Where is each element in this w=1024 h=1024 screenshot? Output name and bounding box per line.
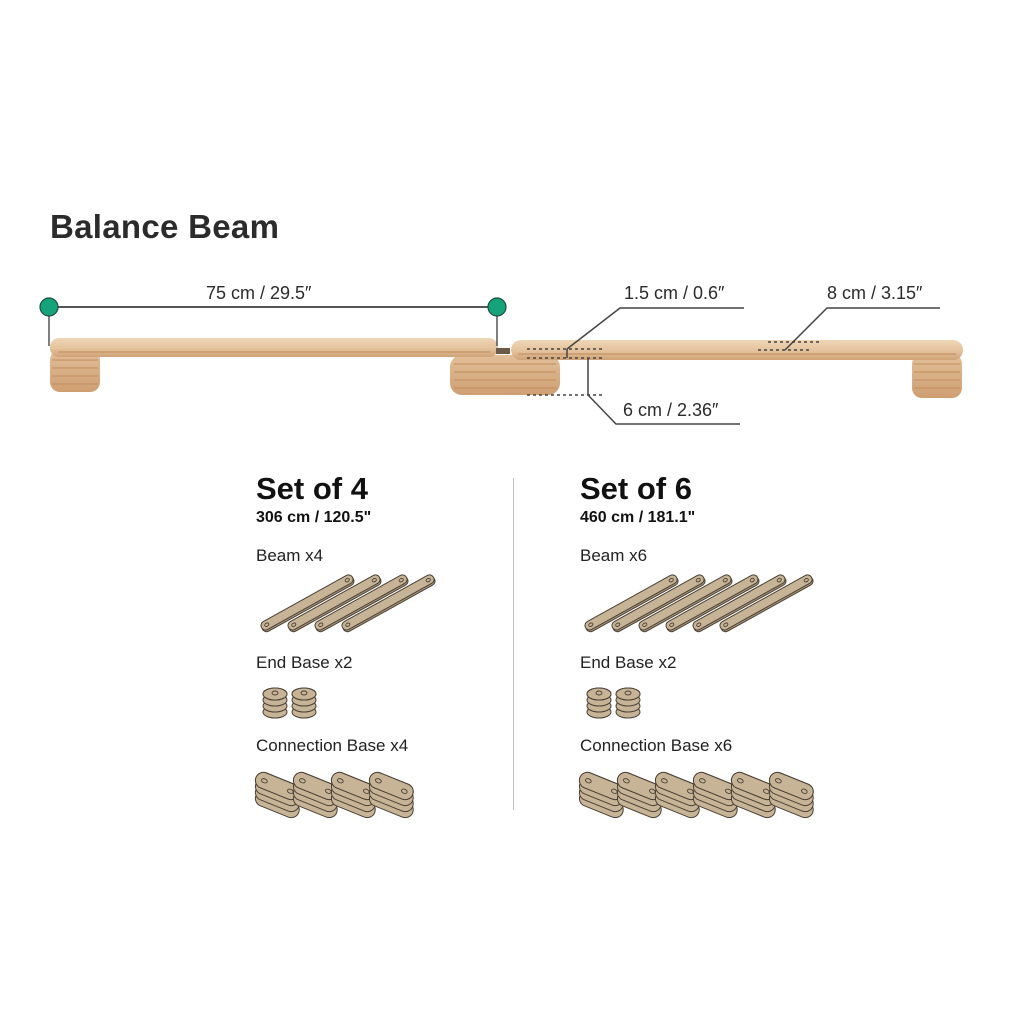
left-beam-plank: [50, 338, 498, 357]
end-base-icon: [615, 687, 641, 719]
set-length: 460 cm / 181.1": [580, 509, 696, 526]
connection-base-icon: [254, 771, 300, 819]
beam-plank-icon: [638, 574, 733, 633]
beam-plank-icon: [719, 574, 814, 633]
beam-plank-icon: [584, 574, 679, 633]
sets-divider: [513, 478, 514, 810]
part-label-connection-base: Connection Base x4: [256, 736, 409, 755]
dimension-start-dot: [39, 297, 59, 317]
part-label-beam: Beam x6: [580, 546, 648, 565]
beam-plank-icon: [611, 574, 706, 633]
set-length: 306 cm / 120.5": [256, 509, 372, 526]
beam-plank-icon: [665, 574, 760, 633]
connection-base-icon: [330, 771, 376, 819]
connection-base-icon: [368, 771, 414, 819]
left-end-base: [50, 350, 100, 392]
end-base-icon: [291, 687, 317, 719]
beam-length-label: 75 cm / 29.5″: [206, 283, 312, 303]
part-label-beam: Beam x4: [256, 546, 324, 565]
part-label-end-base: End Base x2: [256, 653, 353, 672]
right-beam-plank: [511, 340, 963, 360]
set-title: Set of 6: [580, 471, 692, 506]
beam-plank-icon: [260, 574, 355, 633]
part-label-connection-base: Connection Base x6: [580, 736, 733, 755]
width-callout: [758, 307, 940, 351]
connection-base-icon: [578, 771, 624, 819]
connection-base-icon: [616, 771, 662, 819]
beam-width-label: 8 cm / 3.15″: [827, 283, 923, 303]
beam-plank-icon: [287, 574, 382, 633]
dimension-end-dot: [487, 297, 507, 317]
length-dimension: [39, 297, 507, 346]
base-height-callout: [527, 358, 740, 425]
set-title: Set of 4: [256, 471, 368, 506]
beam-plank-icon: [692, 574, 787, 633]
beam-plank-icon: [314, 574, 409, 633]
beam-thickness-label: 1.5 cm / 0.6″: [624, 283, 725, 303]
end-base-icon: [262, 687, 288, 719]
connection-base-icon: [768, 771, 814, 819]
end-base-icon: [586, 687, 612, 719]
connection-base: [450, 355, 560, 395]
connection-base-icon: [654, 771, 700, 819]
base-height-label: 6 cm / 2.36″: [623, 400, 719, 420]
right-end-base: [912, 354, 962, 398]
page-title: Balance Beam: [50, 208, 280, 245]
connection-base-icon: [292, 771, 338, 819]
part-label-end-base: End Base x2: [580, 653, 677, 672]
beam-plank-icon: [341, 574, 436, 633]
thickness-callout: [527, 307, 744, 359]
connection-base-icon: [730, 771, 776, 819]
